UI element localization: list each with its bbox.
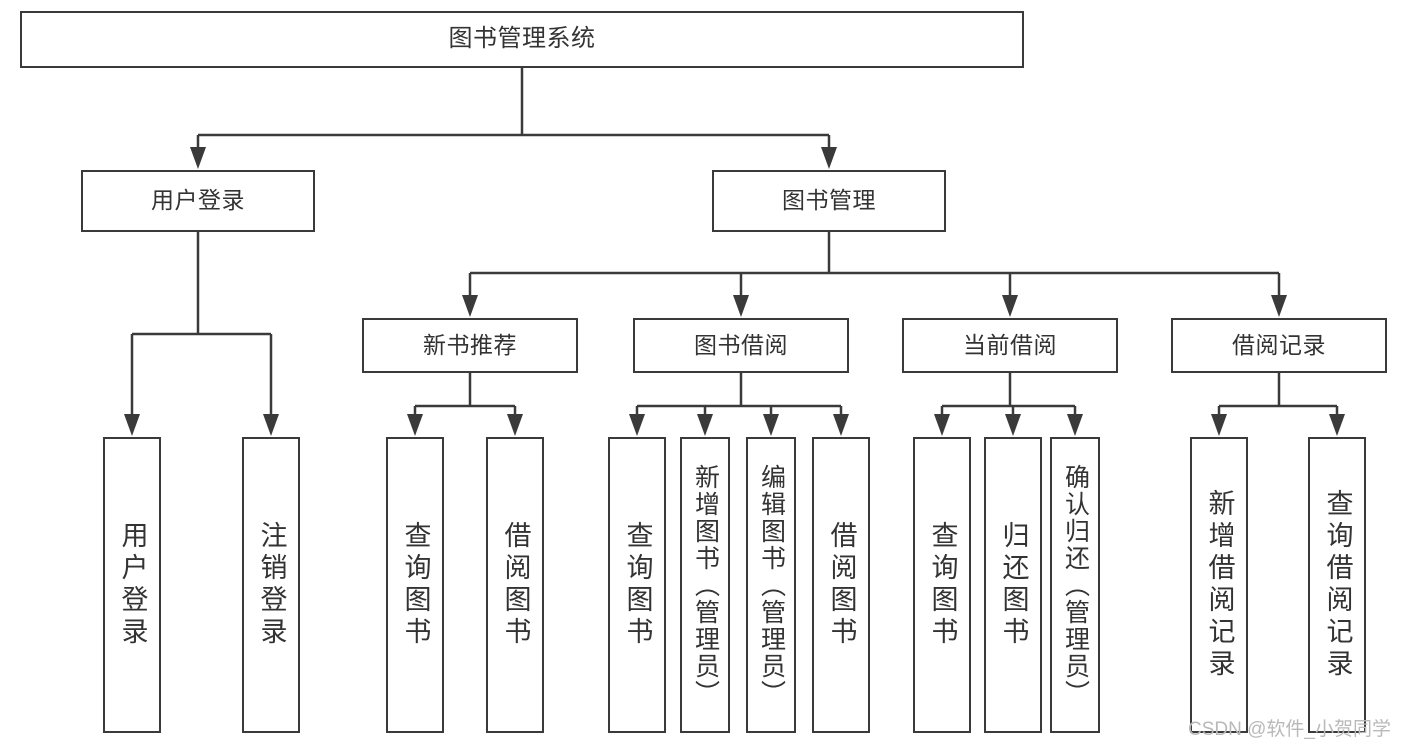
edge-arrowhead (190, 147, 206, 169)
edge-arrowhead (462, 295, 478, 317)
node-user-login[interactable]: 用户登录 (81, 170, 315, 232)
edge-arrowhead (1329, 414, 1345, 436)
node-leaf-query-1[interactable]: 查询图书 (386, 437, 444, 733)
node-label: 借阅图书 (500, 521, 531, 649)
edge-arrowhead (1211, 414, 1227, 436)
node-label: 编辑图书（管理员） (757, 463, 786, 707)
node-leaf-add-rec[interactable]: 新增借阅记录 (1190, 437, 1248, 733)
node-label: 新书推荐 (423, 331, 517, 358)
edge-arrowhead (697, 414, 713, 436)
edge-arrowhead (1002, 295, 1018, 317)
edge-arrowhead (821, 147, 837, 169)
edge-arrowhead (507, 414, 523, 436)
node-label: 新增图书（管理员） (691, 463, 720, 707)
node-label: 归还图书 (998, 521, 1029, 649)
edge-arrowhead (629, 414, 645, 436)
node-label: 查询图书 (622, 521, 653, 649)
node-label: 图书管理系统 (448, 25, 596, 53)
node-borrow-record[interactable]: 借阅记录 (1171, 318, 1387, 373)
node-label: 用户登录 (117, 521, 148, 649)
node-label: 注销登录 (256, 521, 287, 649)
node-label: 借阅图书 (826, 521, 857, 649)
node-label: 当前借阅 (963, 331, 1057, 358)
edge-arrowhead (1067, 414, 1083, 436)
node-new-book-rec[interactable]: 新书推荐 (362, 318, 578, 373)
node-leaf-logout[interactable]: 注销登录 (242, 437, 300, 733)
edge-arrowhead (263, 414, 279, 436)
edge-arrowhead (124, 414, 140, 436)
edge-arrowhead (1005, 414, 1021, 436)
node-label: 用户登录 (151, 187, 245, 214)
watermark: CSDN @软件_小贺同学 (1188, 719, 1391, 740)
edge-arrowhead (407, 414, 423, 436)
node-book-manage[interactable]: 图书管理 (712, 170, 946, 232)
node-leaf-borrow-2[interactable]: 借阅图书 (812, 437, 870, 733)
edge-arrowhead (733, 295, 749, 317)
node-leaf-edit-book[interactable]: 编辑图书（管理员） (746, 437, 796, 733)
node-book-borrow[interactable]: 图书借阅 (633, 318, 849, 373)
edge-arrowhead (1271, 295, 1287, 317)
node-leaf-return[interactable]: 归还图书 (984, 437, 1042, 733)
node-label: 确认归还（管理员） (1061, 463, 1090, 707)
node-label: 借阅记录 (1232, 331, 1326, 358)
node-leaf-user-login[interactable]: 用户登录 (103, 437, 161, 733)
edge-arrowhead (763, 414, 779, 436)
node-leaf-query-2[interactable]: 查询图书 (608, 437, 666, 733)
node-label: 图书借阅 (694, 331, 788, 358)
edge-arrowhead (833, 414, 849, 436)
node-root[interactable]: 图书管理系统 (20, 11, 1024, 68)
node-current-borrow[interactable]: 当前借阅 (902, 318, 1118, 373)
node-label: 查询图书 (927, 521, 958, 649)
edge-arrowhead (934, 414, 950, 436)
node-leaf-confirm[interactable]: 确认归还（管理员） (1050, 437, 1100, 733)
node-label: 新增借阅记录 (1204, 489, 1235, 681)
node-label: 查询借阅记录 (1322, 489, 1353, 681)
node-label: 查询图书 (400, 521, 431, 649)
node-leaf-borrow-1[interactable]: 借阅图书 (486, 437, 544, 733)
node-leaf-query-3[interactable]: 查询图书 (913, 437, 971, 733)
node-leaf-add-book[interactable]: 新增图书（管理员） (680, 437, 730, 733)
node-label: 图书管理 (782, 187, 876, 214)
node-leaf-query-rec[interactable]: 查询借阅记录 (1308, 437, 1366, 733)
